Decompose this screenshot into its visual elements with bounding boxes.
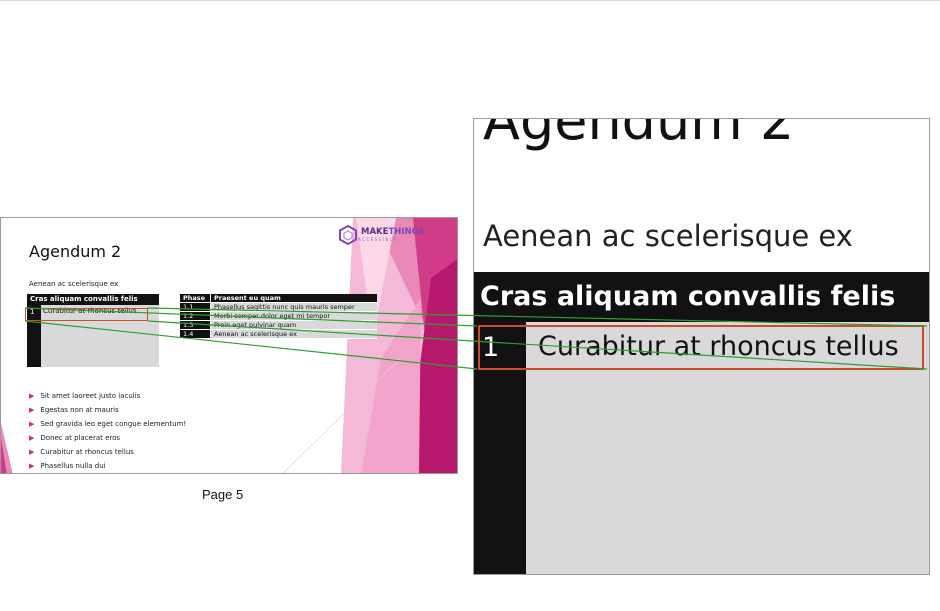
table-2-phase-cell: 1.2 xyxy=(180,312,210,320)
table-2-desc-cell: Morbi semper dolor eget mi tempor xyxy=(210,312,377,320)
bullet-triangle-icon: ▶ xyxy=(29,462,35,470)
list-item: ▶Egestas non at mauris xyxy=(29,406,119,414)
bullet-triangle-icon: ▶ xyxy=(29,392,35,400)
zoom-subtitle: Aenean ac scelerisque ex xyxy=(483,219,853,253)
slide-table-1: Cras aliquam convallis felis 1 Curabitur… xyxy=(27,294,159,367)
table-2-desc-cell: Aenean ac scelerisque ex xyxy=(210,330,377,338)
bullet-triangle-icon: ▶ xyxy=(29,420,35,428)
table-2-header-row: Phase Praesent eu quam xyxy=(180,294,377,303)
table-2-desc-cell: Phasellus sagittis nunc quis mauris semp… xyxy=(210,303,377,311)
table-2-header-phase: Phase xyxy=(180,294,210,302)
zoom-selected-cell-highlight[interactable] xyxy=(478,325,924,370)
slide-table-2: Phase Praesent eu quam 1.1 Phasellus sag… xyxy=(180,294,377,339)
table-row: 1.3 Proin eget pulvinar quam xyxy=(180,321,377,330)
hexagon-logo-icon xyxy=(339,225,357,245)
zoom-table-header: Cras aliquam convallis felis xyxy=(474,272,929,322)
table-2-phase-cell: 1.1 xyxy=(180,303,210,311)
logo-wordmark: MAKETHINGS xyxy=(361,227,425,237)
slide-subtitle: Aenean ac scelerisque ex xyxy=(29,280,119,288)
table-row: 1.1 Phasellus sagittis nunc quis mauris … xyxy=(180,303,377,312)
table-1-header: Cras aliquam convallis felis xyxy=(27,294,159,305)
logo-tagline: ACCESSIBLE xyxy=(358,237,398,242)
bullet-triangle-icon: ▶ xyxy=(29,434,35,442)
list-item: ▶Curabitur at rhoncus tellus xyxy=(29,448,134,456)
slide-selected-cell-highlight[interactable] xyxy=(25,308,148,321)
list-item: ▶Sed gravida leo eget congue elementum! xyxy=(29,420,187,428)
list-item: ▶Phasellus nulla dui xyxy=(29,462,106,470)
page-label: Page 5 xyxy=(202,487,244,502)
slide-bullet-list: ▶Sit amet laoreet justo iaculis ▶Egestas… xyxy=(29,389,186,473)
slide-title: Agendum 2 xyxy=(29,242,122,261)
bullet-triangle-icon: ▶ xyxy=(29,448,35,456)
list-item: ▶Sit amet laoreet justo iaculis xyxy=(29,392,141,400)
zoom-panel: Agendum 2 Aenean ac scelerisque ex Cras … xyxy=(473,118,930,575)
table-2-phase-cell: 1.3 xyxy=(180,321,210,329)
table-2-header-desc: Praesent eu quam xyxy=(210,294,377,302)
list-item: ▶Donec at placerat eros xyxy=(29,434,121,442)
table-2-phase-cell: 1.4 xyxy=(180,330,210,338)
top-divider xyxy=(0,0,940,1)
makethings-logo: MAKETHINGS ACCESSIBLE xyxy=(338,225,425,245)
table-row: 1.4 Aenean ac scelerisque ex xyxy=(180,330,377,339)
zoom-title: Agendum 2 xyxy=(483,118,795,152)
table-2-desc-cell: Proin eget pulvinar quam xyxy=(210,321,377,329)
table-row: 1.2 Morbi semper dolor eget mi tempor xyxy=(180,312,377,321)
bullet-triangle-icon: ▶ xyxy=(29,406,35,414)
